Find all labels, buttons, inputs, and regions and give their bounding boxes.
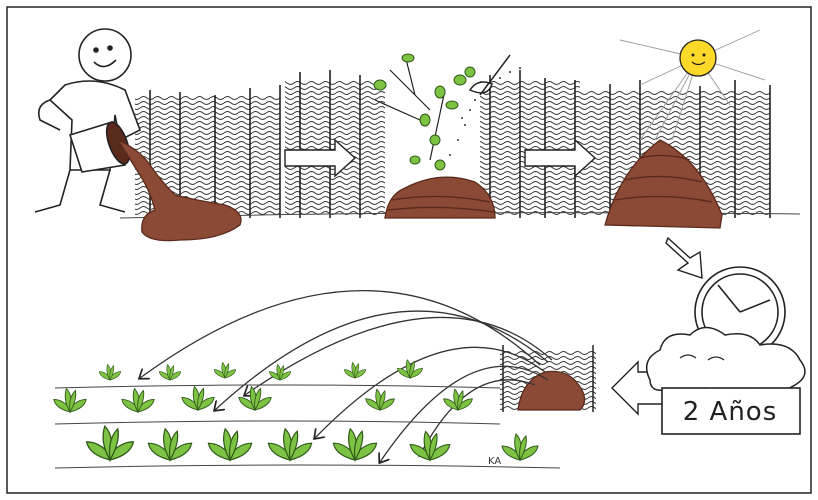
plant-icon (366, 389, 395, 410)
person-pouring-bucket-icon (35, 29, 140, 212)
plant-icon (502, 434, 538, 460)
plant-icon (159, 364, 181, 380)
plant-icon (344, 362, 366, 378)
plant-beds (54, 360, 538, 460)
plant-icon (333, 429, 376, 460)
plant-icon (214, 362, 236, 378)
spread-arrows (140, 291, 552, 462)
plant-icon (99, 364, 121, 380)
plant-icon (444, 389, 473, 410)
plant-icon (239, 387, 271, 410)
plant-icon (54, 389, 86, 412)
plant-icon (182, 387, 214, 410)
soil-rows (55, 385, 560, 468)
cloud-icon (647, 328, 805, 393)
plant-icon (208, 429, 251, 460)
plant-icon (148, 429, 191, 460)
plant-icon (122, 389, 154, 412)
layered-compost-pile (385, 177, 495, 218)
plant-icon (410, 431, 450, 460)
artist-signature: KA (488, 456, 501, 467)
plant-icon (268, 429, 311, 460)
duration-label: 2 Años (668, 394, 792, 430)
plant-icon (397, 360, 422, 378)
plant-icon (87, 426, 134, 460)
